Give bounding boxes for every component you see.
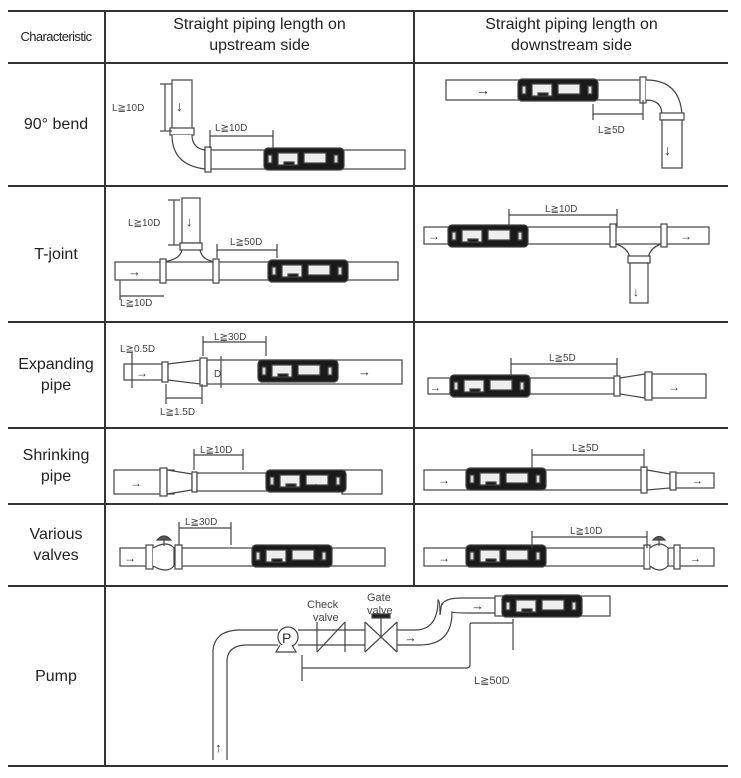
table-top-border bbox=[8, 10, 728, 12]
row-divider bbox=[8, 427, 728, 429]
row-divider bbox=[8, 503, 728, 505]
flow-arrow-right-icon: → bbox=[680, 229, 692, 243]
flow-arrow-right-icon: → bbox=[692, 475, 703, 487]
diagram-shrinking-upstream bbox=[113, 449, 383, 497]
check-valve-label-line1: Check bbox=[307, 599, 339, 611]
flow-arrow-right-icon: → bbox=[312, 551, 324, 565]
dim-pump: L≧50D bbox=[474, 675, 510, 687]
dim-exp-up-inlet: L≧0.5D bbox=[120, 344, 155, 355]
row-label-pump: Pump bbox=[35, 667, 77, 685]
dim-90-down: L≧5D bbox=[598, 125, 625, 136]
flow-arrow-down-icon: ↓ bbox=[186, 214, 193, 229]
flow-arrow-right-icon: → bbox=[428, 229, 440, 243]
flow-arrow-down-icon: ↓ bbox=[176, 98, 183, 114]
col-divider bbox=[104, 10, 106, 767]
dim-shrink-down: L≧5D bbox=[572, 443, 599, 454]
dim-t-up-vertical: L≧10D bbox=[128, 218, 160, 229]
header-upstream-line2: upstream side bbox=[209, 37, 310, 54]
flow-arrow-right-icon: → bbox=[668, 380, 680, 394]
dim-exp-up-straight: L≧30D bbox=[214, 332, 246, 343]
dim-shrink-up: L≧10D bbox=[200, 445, 232, 456]
diagram-pump bbox=[212, 594, 611, 760]
flow-arrow-right-icon: → bbox=[476, 82, 490, 98]
flow-arrow-down-icon: ↓ bbox=[633, 285, 639, 299]
diagram-valves-downstream bbox=[423, 531, 715, 571]
flow-arrow-right-icon: → bbox=[404, 630, 417, 645]
header-downstream: Straight piping length on downstream sid… bbox=[415, 14, 728, 56]
flow-arrow-right-icon: → bbox=[130, 476, 142, 490]
header-downstream-line2: downstream side bbox=[511, 37, 632, 54]
flow-arrow-right-icon: → bbox=[471, 598, 484, 613]
header-upstream: Straight piping length on upstream side bbox=[106, 14, 413, 56]
pump-symbol: P bbox=[282, 630, 291, 646]
header-upstream-line1: Straight piping length on bbox=[173, 16, 346, 33]
flow-arrow-right-icon: → bbox=[438, 473, 450, 487]
dim-t-up-inlet: L≧10D bbox=[120, 298, 152, 309]
diagram-valves-upstream bbox=[119, 522, 386, 571]
diagram-expanding-upstream bbox=[123, 336, 403, 404]
flow-arrow-right-icon: → bbox=[124, 551, 136, 565]
dim-t-down: L≧10D bbox=[545, 204, 577, 215]
header-downstream-line1: Straight piping length on bbox=[485, 16, 658, 33]
row-label-90-bend: 90° bend bbox=[23, 116, 89, 133]
dim-valves-up: L≧30D bbox=[185, 517, 217, 528]
diagram-shrinking-downstream bbox=[423, 449, 715, 494]
header-characteristic: Characteristic bbox=[20, 29, 92, 44]
gate-valve-label-line2: valve bbox=[367, 605, 393, 617]
check-valve-label-line2: valve bbox=[313, 612, 339, 624]
flow-arrow-right-icon: → bbox=[308, 476, 320, 490]
flow-arrow-right-icon: → bbox=[438, 551, 450, 565]
diagram-90-bend-upstream bbox=[160, 79, 406, 173]
flow-arrow-right-icon: → bbox=[358, 364, 371, 379]
diagram-t-joint-downstream bbox=[423, 209, 710, 304]
diagram-t-joint-upstream bbox=[114, 197, 399, 300]
flow-arrow-right-icon: → bbox=[430, 382, 441, 394]
diagram-expanding-downstream bbox=[427, 358, 707, 401]
row-label-t-joint: T-joint bbox=[34, 245, 78, 263]
row-divider bbox=[8, 321, 728, 323]
flow-arrow-up-icon: ↑ bbox=[215, 740, 222, 755]
header-bottom-border bbox=[8, 62, 728, 64]
diagram-90-bend-downstream bbox=[445, 76, 685, 169]
dim-exp-up-reducer: L≧1.5D bbox=[160, 407, 195, 418]
dim-exp-down: L≧5D bbox=[549, 353, 576, 364]
flow-arrow-right-icon: → bbox=[136, 366, 148, 380]
col-divider bbox=[413, 10, 415, 587]
flow-arrow-right-icon: → bbox=[128, 264, 141, 279]
table-bottom-border bbox=[8, 765, 728, 767]
dim-90-up-vertical: L≧10D bbox=[112, 103, 144, 114]
flow-arrow-down-icon: ↓ bbox=[664, 142, 671, 158]
dim-t-up-horizontal: L≧50D bbox=[230, 237, 262, 248]
gate-valve-label-line1: Gate bbox=[367, 592, 391, 604]
row-divider bbox=[8, 585, 728, 587]
dim-exp-up-diameter: D bbox=[214, 369, 221, 380]
dim-90-up-horizontal: L≧10D bbox=[215, 123, 247, 134]
row-divider bbox=[8, 185, 728, 187]
flow-arrow-right-icon: → bbox=[690, 553, 701, 565]
dim-valves-down: L≧10D bbox=[570, 526, 602, 537]
